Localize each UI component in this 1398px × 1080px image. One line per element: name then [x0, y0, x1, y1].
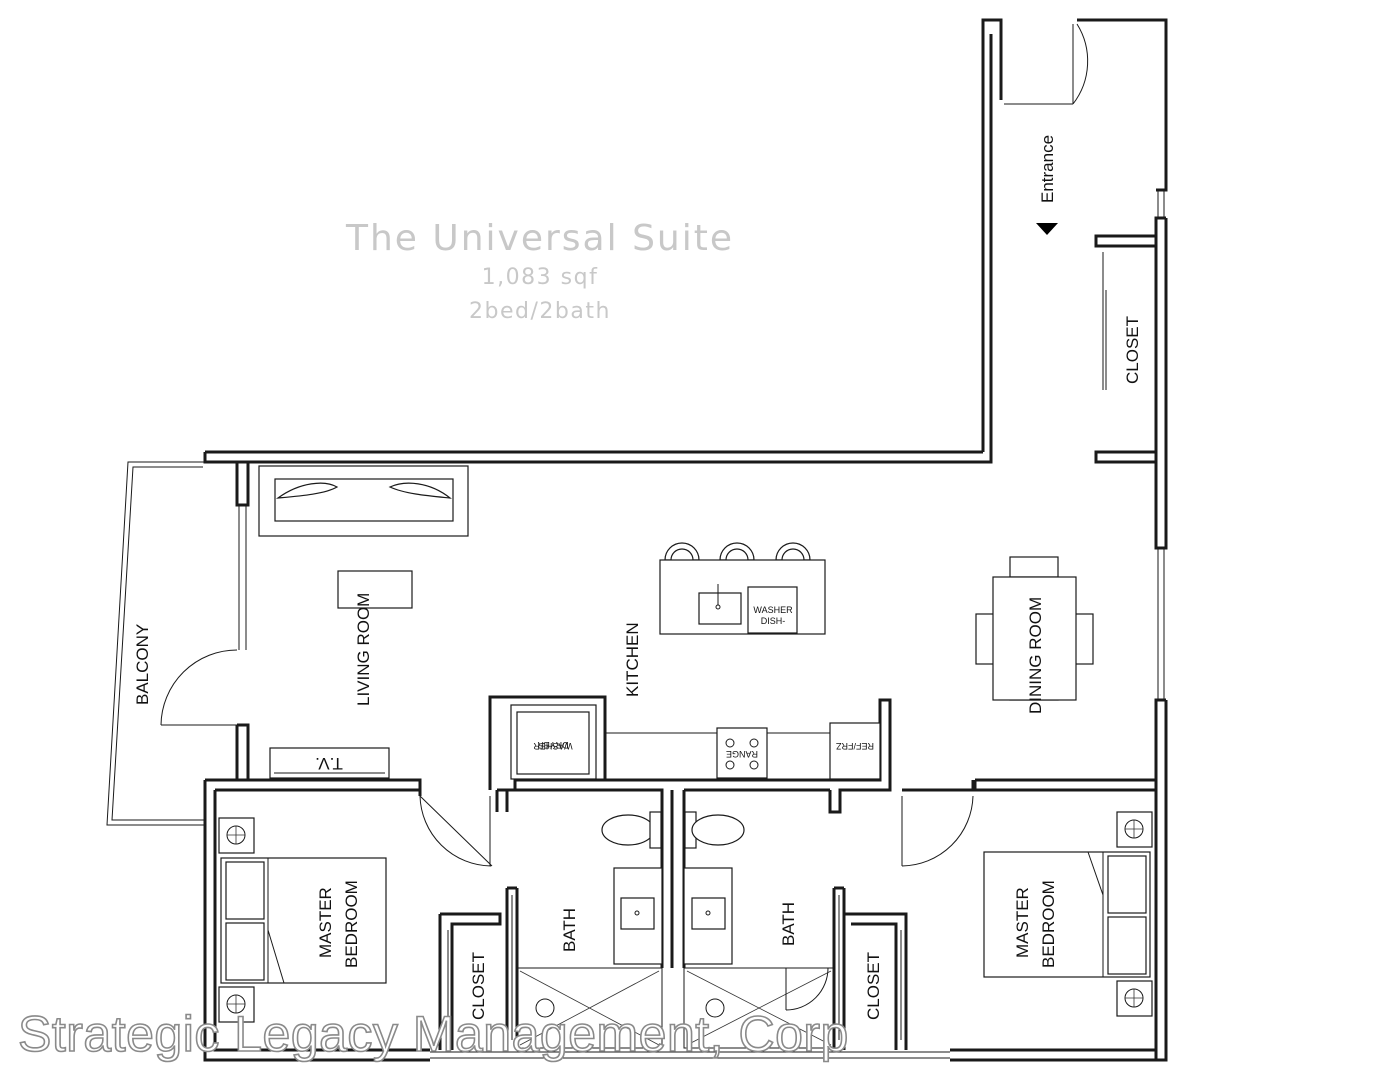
left-bed [218, 817, 387, 1023]
label-dining-room: DINING ROOM [1026, 597, 1045, 714]
label-kitchen: KITCHEN [623, 622, 642, 697]
washer-label: WASHER [533, 741, 573, 751]
dining-table [975, 556, 1094, 701]
refrigerator-label: REF/FRZ [836, 741, 874, 751]
label-master-bedroom-left-2: BEDROOM [342, 880, 361, 968]
label-living-room: LIVING ROOM [354, 593, 373, 706]
plan-layout: 2bed/2bath [469, 299, 611, 324]
tv: T.V. [269, 747, 390, 779]
entrance-arrow-icon [1036, 223, 1058, 235]
entry-closet-walls [1094, 234, 1156, 464]
left-bath-fixtures [516, 811, 663, 1049]
sofa [258, 465, 469, 537]
kitchen-counter: WASHER DRYER RANGE REF/FRZ [488, 695, 892, 814]
right-bed [983, 811, 1153, 1017]
label-closet-left: CLOSET [469, 952, 488, 1020]
exterior-walls [203, 18, 1168, 1062]
label-balcony: BALCONY [133, 624, 152, 705]
entrance-door [1004, 23, 1089, 235]
coffee-table [337, 570, 413, 609]
label-bath-right: BATH [779, 902, 798, 946]
plan-area: 1,083 sqf [482, 265, 599, 290]
bedroom-doors [419, 795, 974, 1040]
plan-title: The Universal Suite [345, 218, 734, 259]
right-bath-fixtures [683, 811, 835, 1049]
range-label: RANGE [726, 749, 758, 759]
dryer-label: DRYER [537, 740, 569, 750]
label-closet-right: CLOSET [864, 952, 883, 1020]
label-entrance: Entrance [1038, 135, 1057, 203]
label-master-bedroom-left-1: MASTER [316, 887, 335, 958]
balcony [106, 461, 238, 826]
kitchen-island: WASHER DISH- [659, 542, 826, 635]
watermark: Strategic Legacy Management, Corp [17, 1005, 849, 1063]
label-closet-entry: CLOSET [1123, 316, 1142, 384]
dishwasher-label-2: DISH- [761, 616, 786, 626]
dishwasher-label-1: WASHER [753, 605, 793, 615]
label-bath-left: BATH [560, 908, 579, 952]
label-master-bedroom-right-2: BEDROOM [1039, 880, 1058, 968]
windows [238, 190, 1165, 1059]
label-master-bedroom-right-1: MASTER [1013, 887, 1032, 958]
tv-label: T.V. [315, 754, 343, 773]
